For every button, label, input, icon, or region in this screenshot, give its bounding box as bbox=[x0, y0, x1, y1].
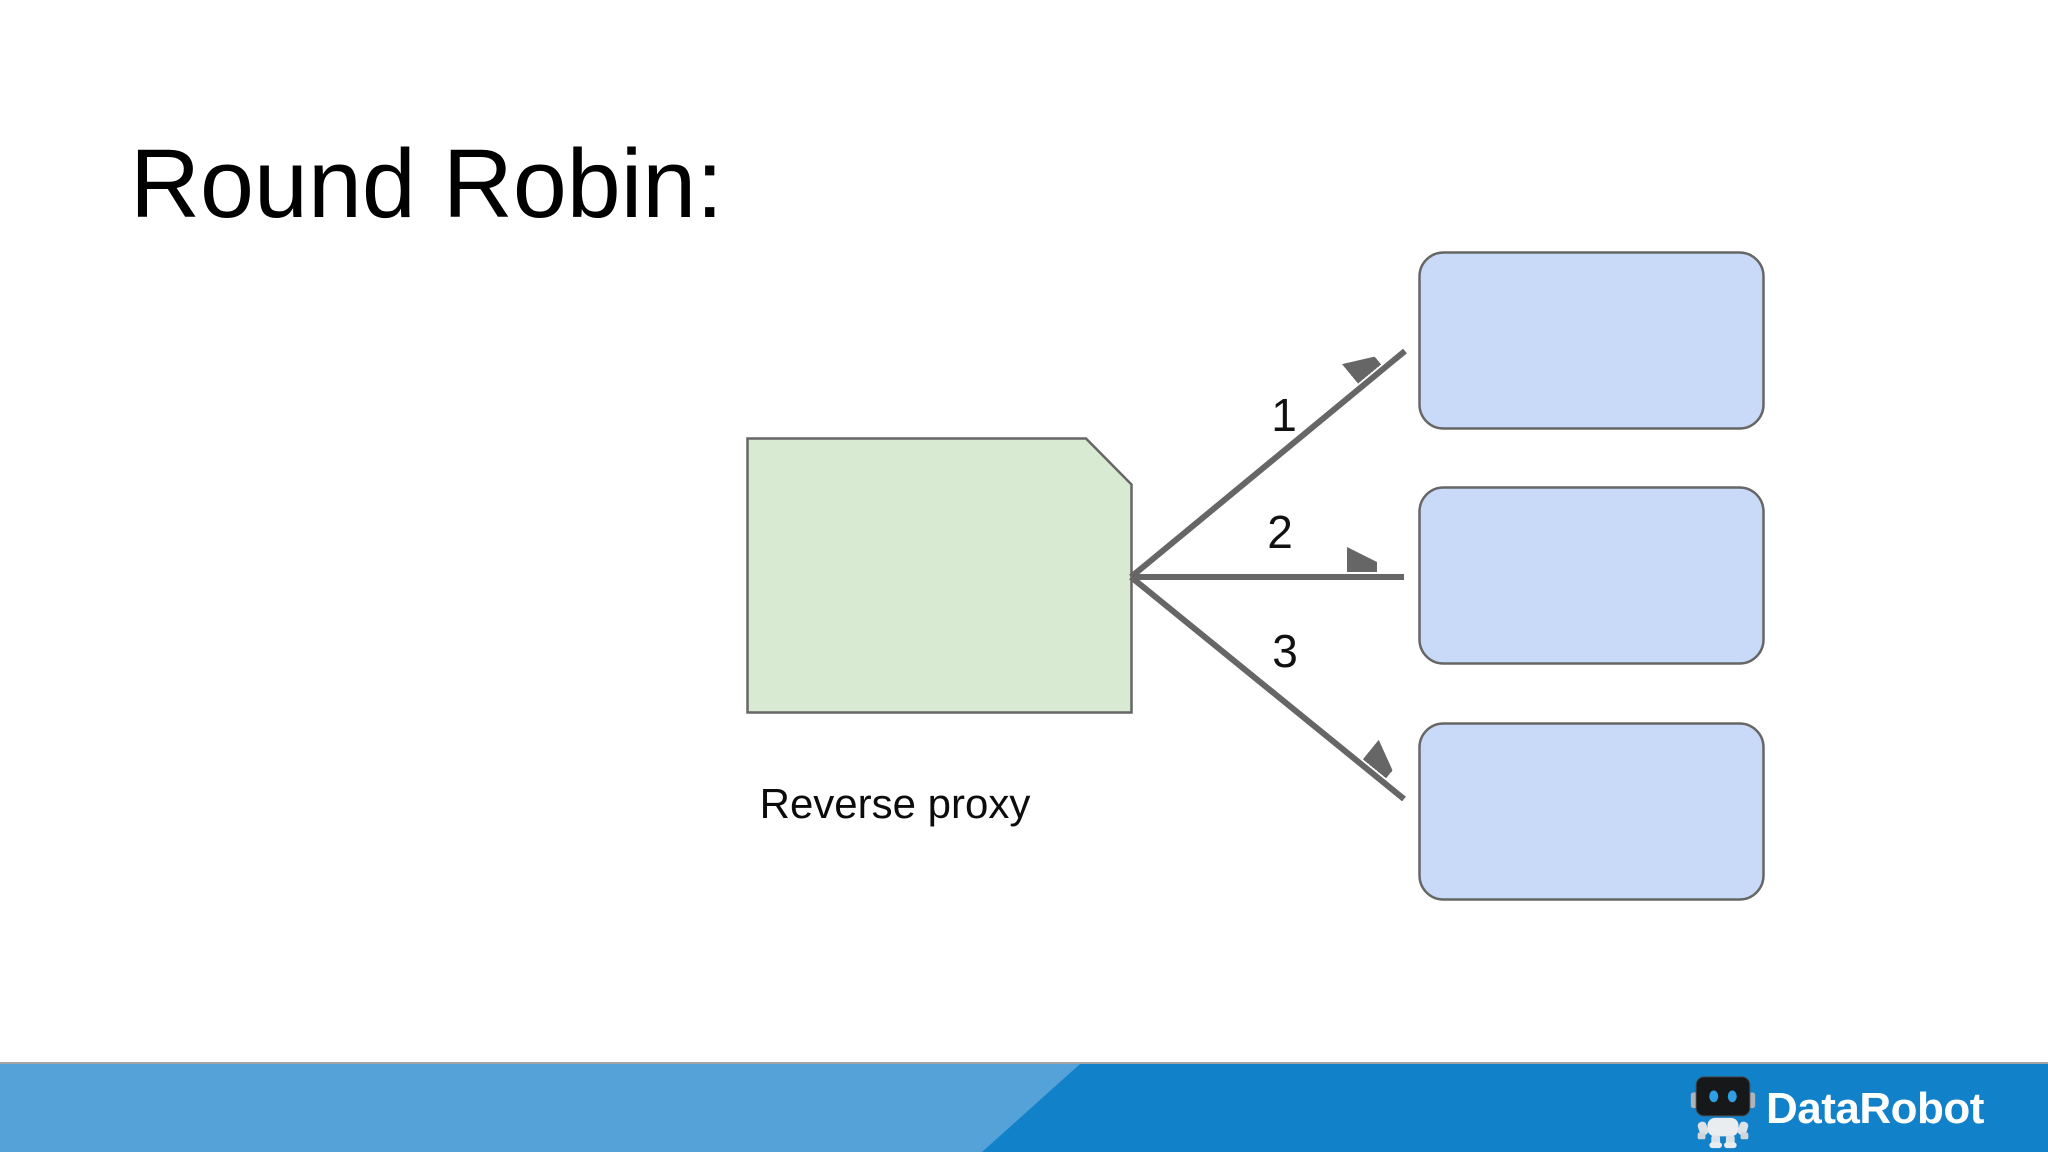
datarobot-robot-icon bbox=[1690, 1076, 1756, 1149]
arrow-3-label: 3 bbox=[1272, 625, 1298, 677]
brand-wordmark: DataRobot bbox=[1766, 1084, 1984, 1133]
footer-accent-band bbox=[982, 1064, 2048, 1152]
datarobot-logo: DataRobot bbox=[1690, 1073, 1984, 1151]
arrow-1-label: 1 bbox=[1271, 389, 1297, 441]
server-box-3[interactable] bbox=[1418, 722, 1765, 901]
reverse-proxy-caption: Reverse proxy bbox=[759, 780, 1031, 827]
arrow-2-label: 2 bbox=[1267, 506, 1293, 558]
footer-bar: DataRobot bbox=[0, 1062, 2048, 1152]
server-box-2[interactable] bbox=[1418, 486, 1765, 665]
slide-title: Round Robin: bbox=[130, 129, 724, 238]
server-box-1[interactable] bbox=[1418, 251, 1765, 430]
reverse-proxy-shape[interactable] bbox=[746, 437, 1133, 714]
arrow-3 bbox=[1129, 574, 1406, 802]
arrow-1 bbox=[1129, 348, 1407, 580]
